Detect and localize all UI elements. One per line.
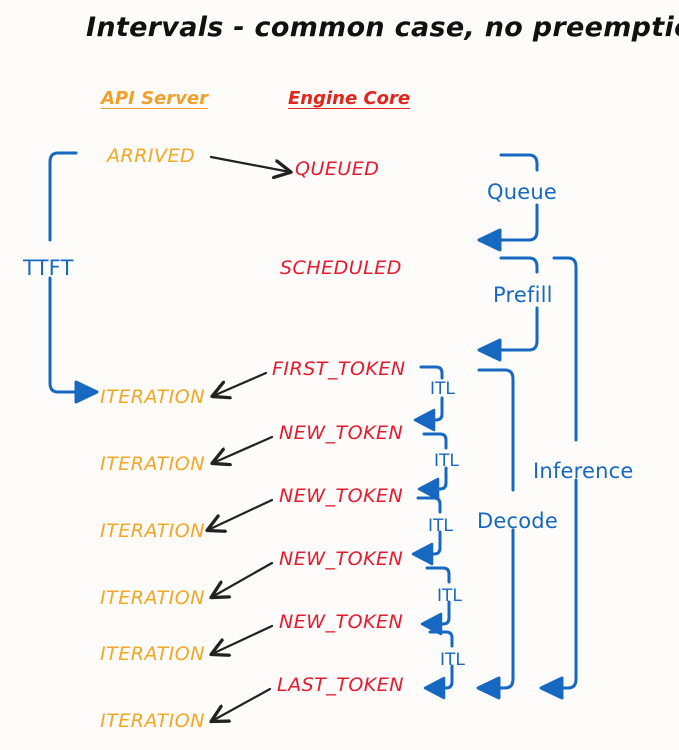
itl-label-2: ITL [434,451,459,471]
queue-arrowhead [477,228,502,252]
engine-state-new-token-4: NEW_TOKEN [279,611,404,633]
api-state-arrived: ARRIVED [107,145,196,167]
itl-bracket-4-bottom [438,600,451,626]
transition-arrows [208,155,290,721]
engine-state-queued: QUEUED [295,158,380,180]
engine-state-scheduled: SCHEDULED [280,257,402,279]
interval-label-decode: Decode [477,509,558,533]
api-state-iteration-3: ITERATION [100,520,205,542]
itl-bracket-5-top [428,630,454,648]
itl-bracket-3-bottom [429,530,442,556]
itl-label-1: ITL [430,379,455,399]
ttft-arrowhead [74,380,99,404]
ttft-bracket [48,151,99,404]
api-state-iteration-5: ITERATION [100,643,205,665]
itl-bracket-1-bottom [431,396,444,422]
prefill-bracket [477,256,539,362]
engine-state-last-token: LAST_TOKEN [277,674,404,696]
arrow-last-token-to-iteration [212,687,272,721]
decode-bracket [476,368,515,700]
itl-arrowhead-4 [420,612,443,636]
api-state-iteration-2: ITERATION [100,453,205,475]
itl-label-4: ITL [437,586,462,606]
itl-arrowhead-2 [417,477,440,501]
engine-state-new-token-3: NEW_TOKEN [279,548,404,570]
itl-arrowhead-5 [423,676,446,700]
interval-label-inference: Inference [533,459,634,483]
inference-bracket [539,256,578,700]
engine-state-first-token: FIRST_TOKEN [272,358,406,380]
arrow-new-token-to-iteration-2 [208,498,274,530]
itl-bracket-3-top [416,496,442,514]
queue-bracket [477,153,539,252]
itl-label-5: ITL [440,650,465,670]
api-state-iteration-6: ITERATION [100,710,205,732]
itl-bracket-5-bottom [441,664,454,690]
itl-bracket-2-bottom [435,466,448,491]
page-title: Intervals - common case, no preemptions [86,12,679,43]
interval-label-queue: Queue [487,180,557,204]
arrow-first-token-to-iteration [213,371,268,396]
arrow-new-token-to-iteration-3 [212,561,274,597]
itl-bracket-4-top [425,566,451,584]
inference-arrowhead [539,676,564,700]
itl-arrowhead-1 [413,408,436,432]
prefill-arrowhead [477,338,502,362]
itl-bracket-1-top [419,365,444,380]
arrow-new-token-to-iteration-4 [212,624,274,654]
engine-state-new-token-1: NEW_TOKEN [279,422,404,444]
api-state-iteration-1: ITERATION [100,386,205,408]
itl-brackets [411,365,454,700]
interval-label-prefill: Prefill [493,283,553,307]
arrow-arrived-to-queued [209,155,290,172]
api-state-iteration-4: ITERATION [100,587,205,609]
arrow-new-token-to-iteration-1 [213,435,274,463]
column-header-api-server: API Server [101,88,208,109]
itl-label-3: ITL [428,516,453,536]
engine-state-new-token-2: NEW_TOKEN [279,485,404,507]
column-header-engine-core: Engine Core [288,88,411,109]
itl-arrowhead-3 [411,542,434,566]
decode-arrowhead [476,676,501,700]
interval-label-ttft: TTFT [23,256,74,280]
itl-bracket-2-top [422,432,448,450]
